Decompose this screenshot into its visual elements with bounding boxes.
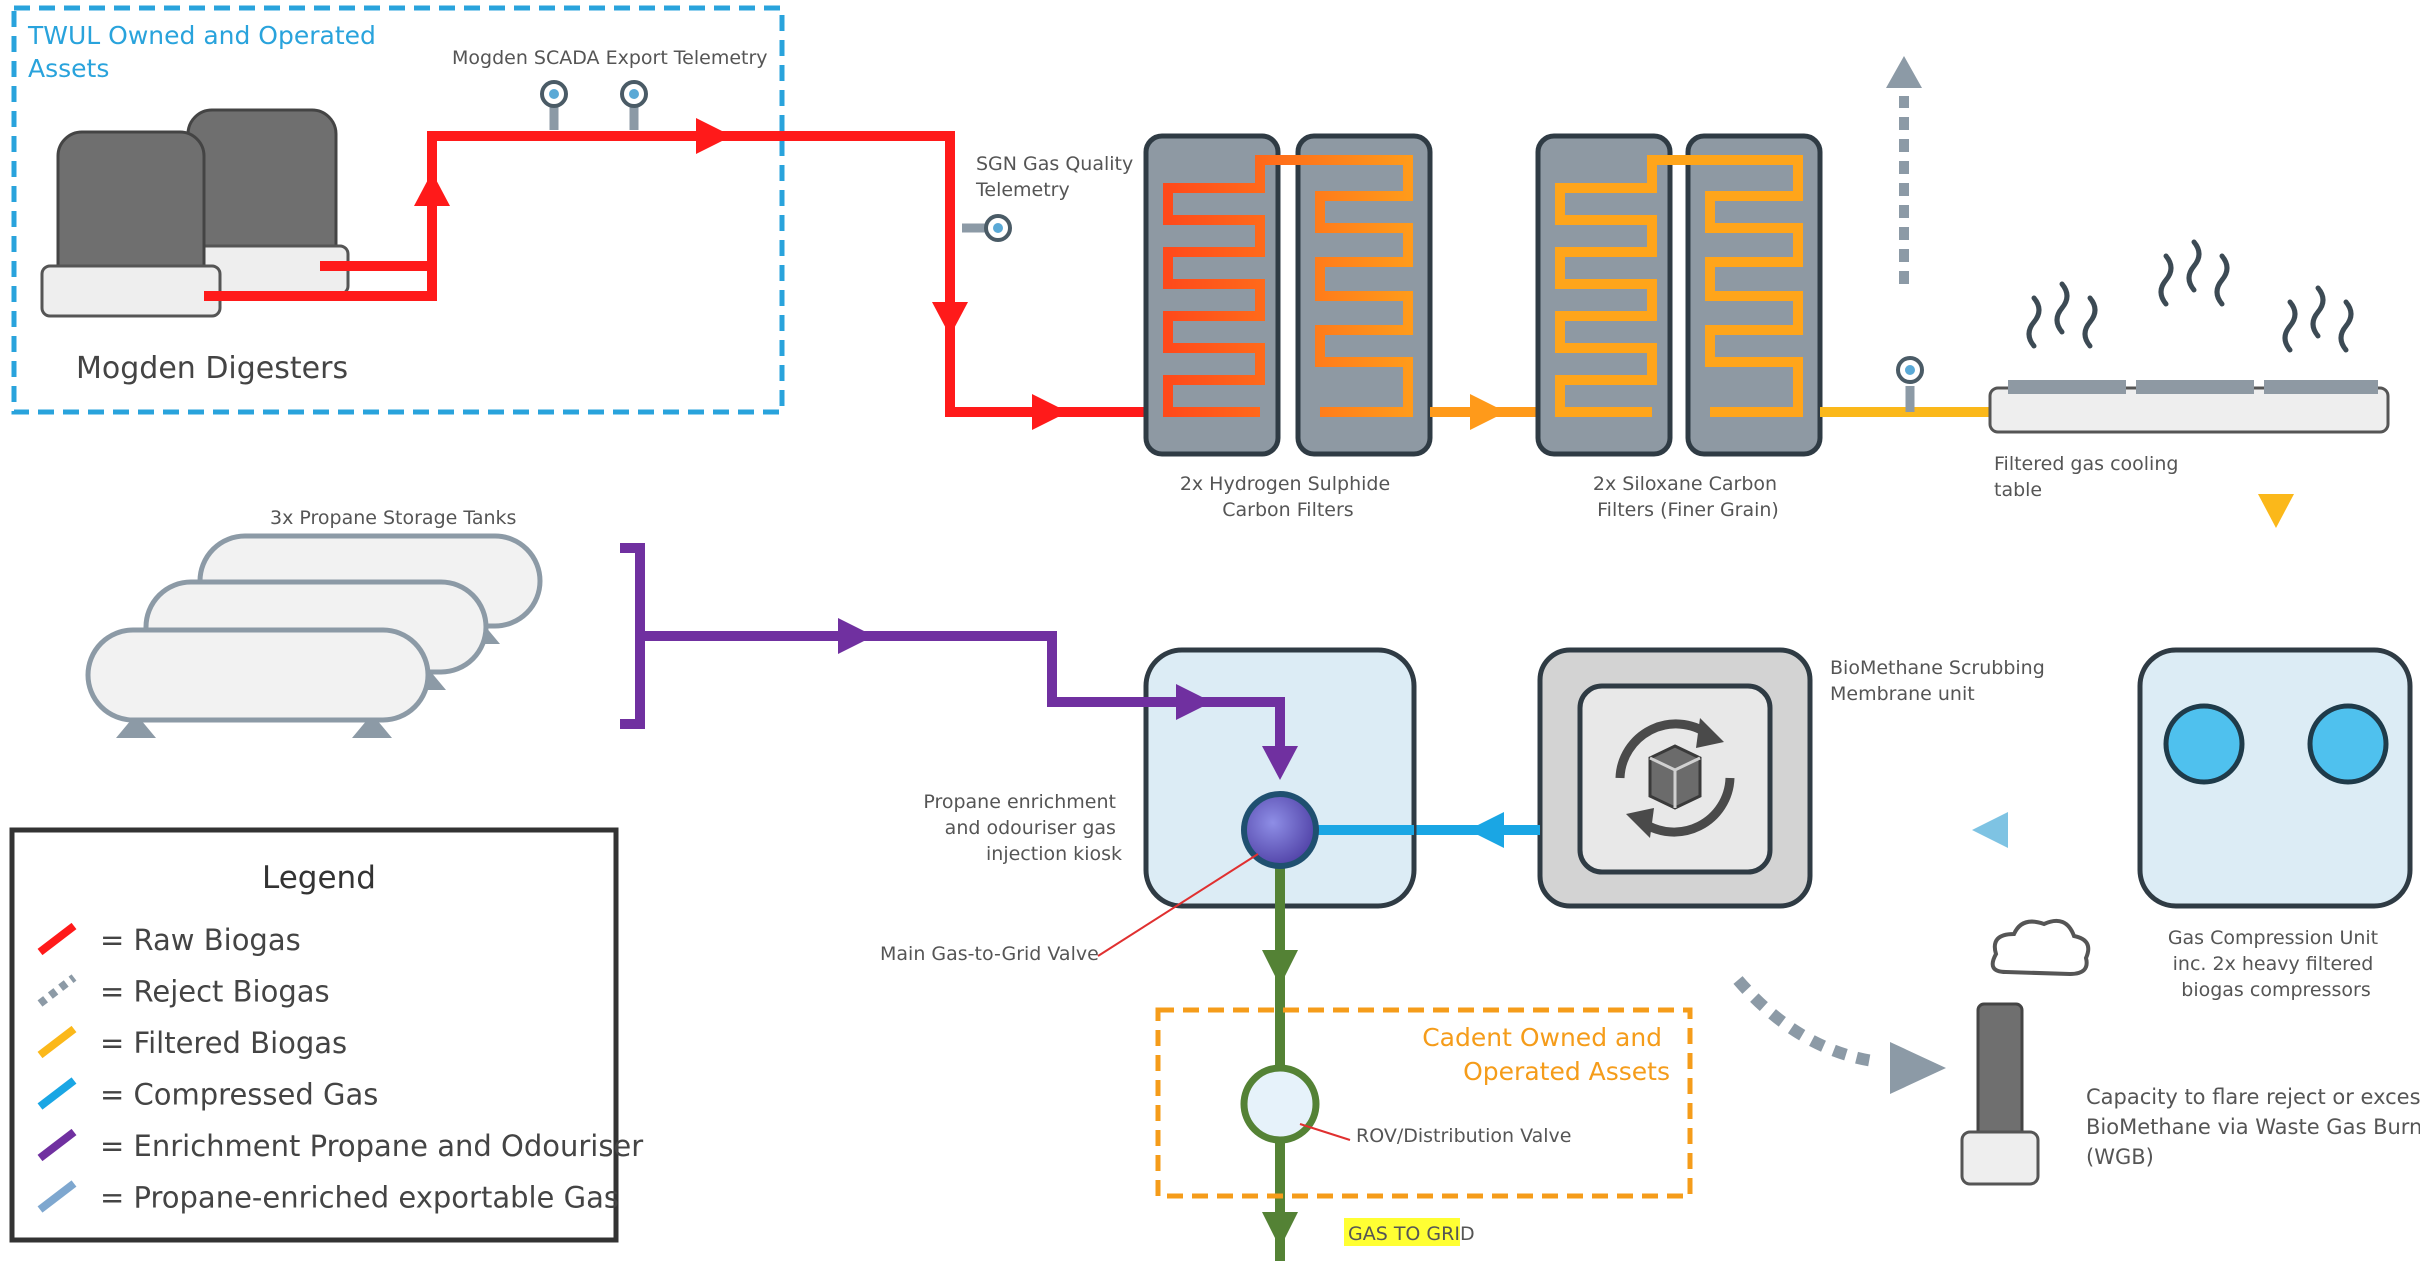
twul-boundary	[11, 5, 785, 415]
legend-swatch	[37, 922, 77, 956]
biomethane-membrane-unit	[1537, 647, 1813, 909]
recycle-box-icon	[1615, 718, 1735, 838]
legend-item-label: = Propane-enriched exportable Gas	[100, 1181, 619, 1215]
siloxane-carbon-filters	[1535, 133, 1823, 457]
kiosk-label: Propane enrichment and odouriser gas inj…	[923, 791, 1122, 865]
main-gas-to-grid-valve	[1241, 791, 1319, 869]
mogden-digesters	[40, 108, 350, 318]
grid-label: GAS TO GRID	[1348, 1223, 1475, 1245]
heat-steam-icon	[2026, 239, 2354, 353]
legend-items: = Raw Biogas = Reject Biogas = Filtered Bi…	[37, 922, 643, 1215]
gas-compression-unit	[2137, 647, 2413, 909]
legend-item-label: = Enrichment Propane and Odouriser	[100, 1129, 643, 1163]
membrane-label: BioMethane Scrubbing Membrane unit	[1830, 657, 2051, 705]
legend-item: = Raw Biogas	[37, 922, 301, 957]
cadent-label: Cadent Owned and Operated Assets	[1422, 1023, 1670, 1086]
propane-flow-arrows	[838, 618, 1298, 780]
legend: Legend = Raw Biogas = Reject Biogas = Filt…	[9, 827, 643, 1243]
main-valve-leader	[1097, 853, 1259, 957]
filtered-biogas-line	[1820, 356, 1990, 417]
gas-cooling-table	[1988, 380, 2390, 434]
reject-vent-line	[1886, 56, 1922, 284]
propane-tanks-label: 3x Propane Storage Tanks	[270, 507, 516, 529]
legend-item-label: = Raw Biogas	[100, 923, 301, 957]
sgn-telemetry-sensor	[962, 214, 1012, 242]
rov-leader	[1299, 1123, 1351, 1141]
legend-item: = Compressed Gas	[37, 1077, 378, 1112]
legend-swatch	[37, 1128, 77, 1162]
compression-label: Gas Compression Unit inc. 2x heavy filte…	[2168, 927, 2384, 1001]
compressed-gas-line	[1810, 812, 2280, 848]
legend-box	[9, 827, 619, 1243]
legend-item-label: = Filtered Biogas	[100, 1026, 347, 1060]
legend-title: Legend	[262, 860, 376, 896]
legend-swatch	[37, 1180, 77, 1213]
raw-flow-arrows	[414, 118, 1068, 430]
main-valve-label: Main Gas-to-Grid Valve	[880, 943, 1099, 965]
scada-telemetry-sensors	[540, 80, 648, 130]
twul-label: TWUL Owned and Operated Assets	[27, 21, 384, 83]
raw-biogas-line	[204, 131, 1146, 417]
legend-item: = Enrichment Propane and Odouriser	[37, 1128, 643, 1163]
propane-storage-tanks	[85, 533, 543, 738]
legend-swatch	[37, 1077, 77, 1110]
cadent-boundary	[1155, 1007, 1693, 1199]
reject-to-flare-line	[1733, 976, 1946, 1094]
cooling-label: Filtered gas cooling table	[1994, 453, 2184, 501]
h2s-label: 2x Hydrogen Sulphide Carbon Filters	[1180, 473, 1396, 521]
legend-item: = Propane-enriched exportable Gas	[37, 1180, 619, 1215]
legend-swatch	[37, 1025, 77, 1059]
digesters-label: Mogden Digesters	[76, 351, 348, 386]
flare-label: Capacity to flare reject or excess BioMe…	[2086, 1085, 2420, 1169]
siloxane-label: 2x Siloxane Carbon Filters (Finer Grain)	[1593, 473, 1783, 521]
grid-label-highlight	[1344, 1218, 1460, 1246]
legend-item: = Reject Biogas	[37, 974, 330, 1009]
scada-label: Mogden SCADA Export Telemetry	[452, 47, 768, 69]
legend-item-label: = Compressed Gas	[100, 1078, 378, 1112]
smoke-cloud-icon	[1990, 919, 2091, 977]
rov-label: ROV/Distribution Valve	[1356, 1125, 1572, 1147]
legend-item-label: = Reject Biogas	[100, 975, 330, 1009]
filter-connector-line	[1430, 394, 1538, 430]
legend-item: = Filtered Biogas	[37, 1025, 347, 1060]
h2s-carbon-filters	[1143, 133, 1433, 457]
propane-enrichment-line	[620, 543, 1285, 760]
rov-distribution-valve	[1240, 1064, 1320, 1144]
gas-to-grid-line	[1262, 860, 1298, 1261]
sgn-label: SGN Gas Quality Telemetry	[975, 153, 1139, 201]
waste-gas-burner	[1960, 1002, 2040, 1186]
